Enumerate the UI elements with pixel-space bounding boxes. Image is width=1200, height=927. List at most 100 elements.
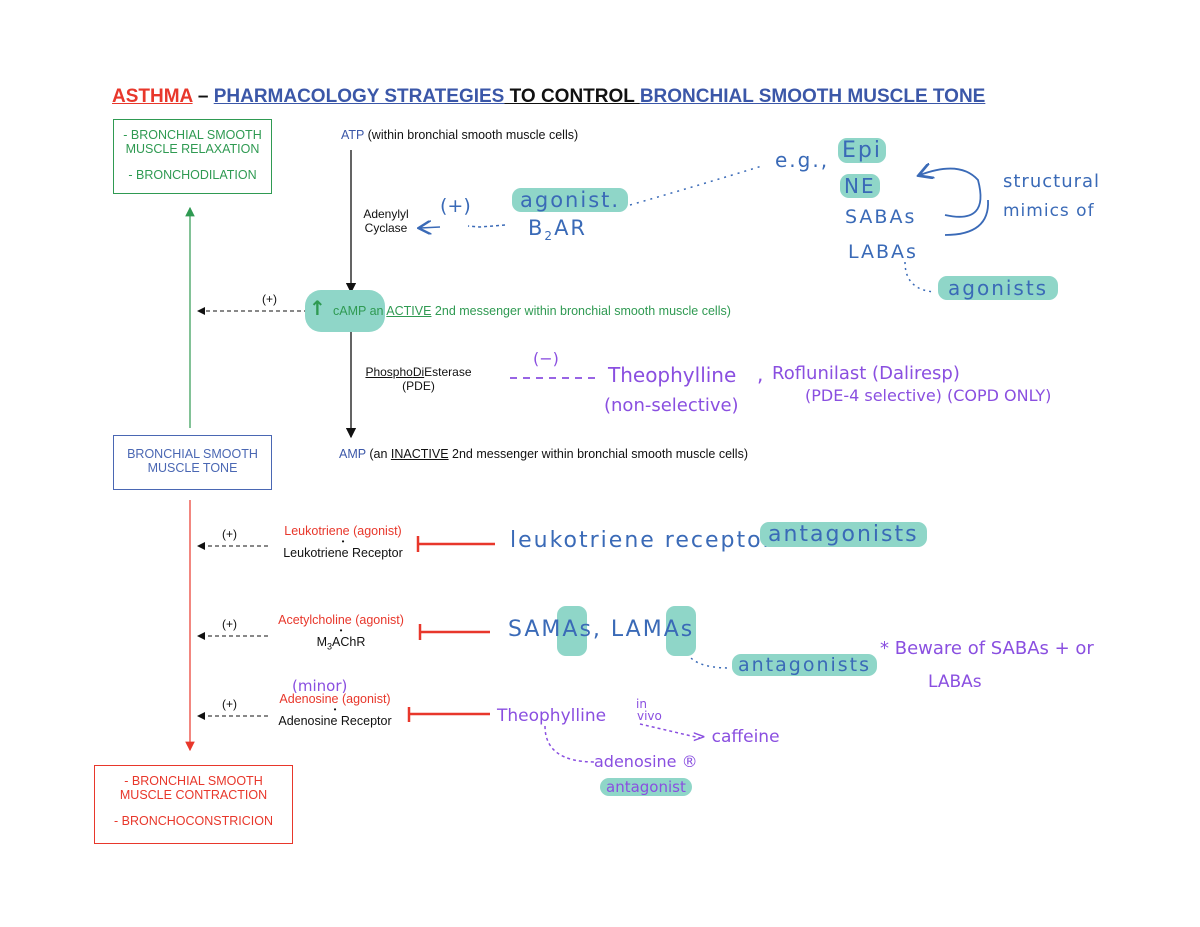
adenosine-inhibitor [407,707,490,722]
b2ar-b: B [528,216,545,240]
acetylcholine-dot: • [339,626,343,635]
acetylcholine-plus: (+) [222,617,237,631]
sama-highlight [557,606,587,656]
note-non-selective: (non-selective) [604,395,739,416]
leukotriene-dot: • [341,537,345,546]
title-bronchial-tone: BRONCHIAL SMOOTH MUSCLE TONE [639,86,986,107]
pde-label: PhosphoDiEsterase (PDE) [356,365,481,393]
amp-text: AMP [339,447,366,461]
note-in: in [636,697,647,711]
structural-bracket-arrow [920,169,982,218]
adenosine-group: Adenosine (agonist) • Adenosine Receptor [260,692,410,728]
tone-box: BRONCHIAL SMOOTH MUSCLE TONE [113,435,272,490]
m3-achr: AChR [332,635,366,649]
ac-blue-arrow [420,227,441,228]
title-pharmacology: PHARMACOLOGY STRATEGIES [213,86,505,107]
title-asthma: ASTHMA [112,86,193,107]
bronchoconstriction-label: - BRONCHOCONSTRICION [113,814,274,828]
leukotriene-group: Leukotriene (agonist) • Leukotriene Rece… [268,524,418,560]
title-to-control: TO CONTROL [504,86,640,107]
acetylcholine-group: Acetylcholine (agonist) • M3AChR [266,613,416,652]
acetylcholine-inhibitor [418,624,490,640]
tone-line2: MUSCLE TONE [147,461,238,475]
leukotriene-inhibitor [416,536,495,552]
camp-active: ACTIVE [386,304,432,318]
relaxation-box: - BRONCHIAL SMOOTH MUSCLE RELAXATION - B… [113,119,272,194]
amp-label: AMP (an INACTIVE 2nd messenger within br… [339,447,748,461]
note-agonist: agonist. [512,188,629,212]
note-pde4: (PDE-4 selective) (COPD ONLY) [805,386,1052,405]
adenosine-dot: • [333,705,337,714]
adenosine-agonist: Adenosine (agonist) [279,692,391,706]
caffeine-dotted [639,723,701,739]
amp-post: 2nd messenger within bronchial smooth mu… [448,447,748,461]
relaxation-line1: - BRONCHIAL SMOOTH [123,128,262,142]
note-minus: (−) [533,349,559,368]
adenylyl-cyclase-label: Adenylyl Cyclase [352,207,420,235]
note-roflumilast: Roflunilast (Daliresp) [772,363,960,384]
agonist-to-ac-dotted [467,224,506,228]
camp-text: cAMP [333,304,367,318]
contraction-line1: - BRONCHIAL SMOOTH [124,774,263,788]
pde-di: Di [412,365,425,379]
camp-label: cAMP an ACTIVE 2nd messenger within bron… [333,304,731,318]
note-beware-labas: LABAs [928,672,982,692]
note-beware: * Beware of SABAs + or [880,638,1094,659]
camp-desc-post: 2nd messenger within bronchial smooth mu… [431,304,731,318]
note-vivo: vivo [637,709,662,723]
note-adenosine-r: adenosine ® [594,752,698,771]
contraction-line2: MUSCLE CONTRACTION [119,788,268,802]
note-caffeine: > caffeine [692,727,780,747]
b2ar-sub: 2 [544,229,555,244]
ac-line2: Cyclase [364,221,408,235]
atp-label: ATP (within bronchial smooth muscle cell… [341,128,578,142]
camp-plus: (+) [262,292,277,306]
note-samas-lamas: SAMAs, LAMAs [508,617,695,642]
structural-bracket-curve [944,199,989,236]
camp-desc-pre: an [366,304,387,318]
contraction-box: - BRONCHIAL SMOOTH MUSCLE CONTRACTION - … [94,765,293,844]
camp-highlight [305,290,385,332]
note-antagonists: antagonists [732,654,878,676]
adenosine-receptor: Adenosine Receptor [278,714,392,728]
note-leukotriene-antagonists: antagonists [760,522,927,547]
adenosine-plus: (+) [222,697,237,711]
note-leukotriene-receptor: leukotriene receptor [510,528,774,553]
page-title: ASTHMA – PHARMACOLOGY STRATEGIES TO CONT… [112,86,985,108]
agonist-to-eg-dotted [629,165,763,206]
tone-line1: BRONCHIAL SMOOTH [127,447,258,461]
leukotriene-plus: (+) [222,527,237,541]
amp-inactive: INACTIVE [390,447,449,461]
note-mimics: mimics of [1003,201,1095,221]
acetylcholine-agonist: Acetylcholine (agonist) [278,613,404,627]
atp-desc: (within bronchial smooth muscle cells) [364,128,579,142]
bronchodilation-label: - BRONCHODILATION [128,168,257,182]
note-eg: e.g., [775,148,830,172]
note-labas: LABAs [848,241,918,263]
note-structural: structural [1003,171,1101,192]
note-b2ar: B2AR [528,216,587,243]
pde-esterase: Esterase [424,365,472,379]
m3-m: M [316,635,328,649]
note-plus-ac: (+) [440,195,471,217]
leukotriene-agonist: Leukotriene (agonist) [284,524,402,538]
lama-highlight [666,606,696,656]
note-sabas: SABAs [845,206,917,228]
note-comma: , [757,362,764,386]
relaxation-line2: MUSCLE RELAXATION [125,142,260,156]
pde-p: Phospho [365,365,413,379]
atp-text: ATP [341,128,365,142]
note-theophylline: Theophylline [608,363,737,387]
adenosine-antagonist-dotted [544,725,596,763]
note-antagonist: antagonist [600,778,692,796]
note-minor: (minor) [292,677,348,695]
note-agonists: agonists [938,276,1059,300]
note-ne: NE [840,174,880,198]
note-theophylline-2: Theophylline [497,706,607,726]
m3-sub: 3 [327,641,333,652]
title-dash: – [192,86,214,107]
note-epi: Epi [838,138,886,163]
pde-abbrev: (PDE) [402,379,435,393]
leukotriene-receptor: Leukotriene Receptor [283,546,403,560]
camp-up-arrow: ↑ [309,296,326,320]
